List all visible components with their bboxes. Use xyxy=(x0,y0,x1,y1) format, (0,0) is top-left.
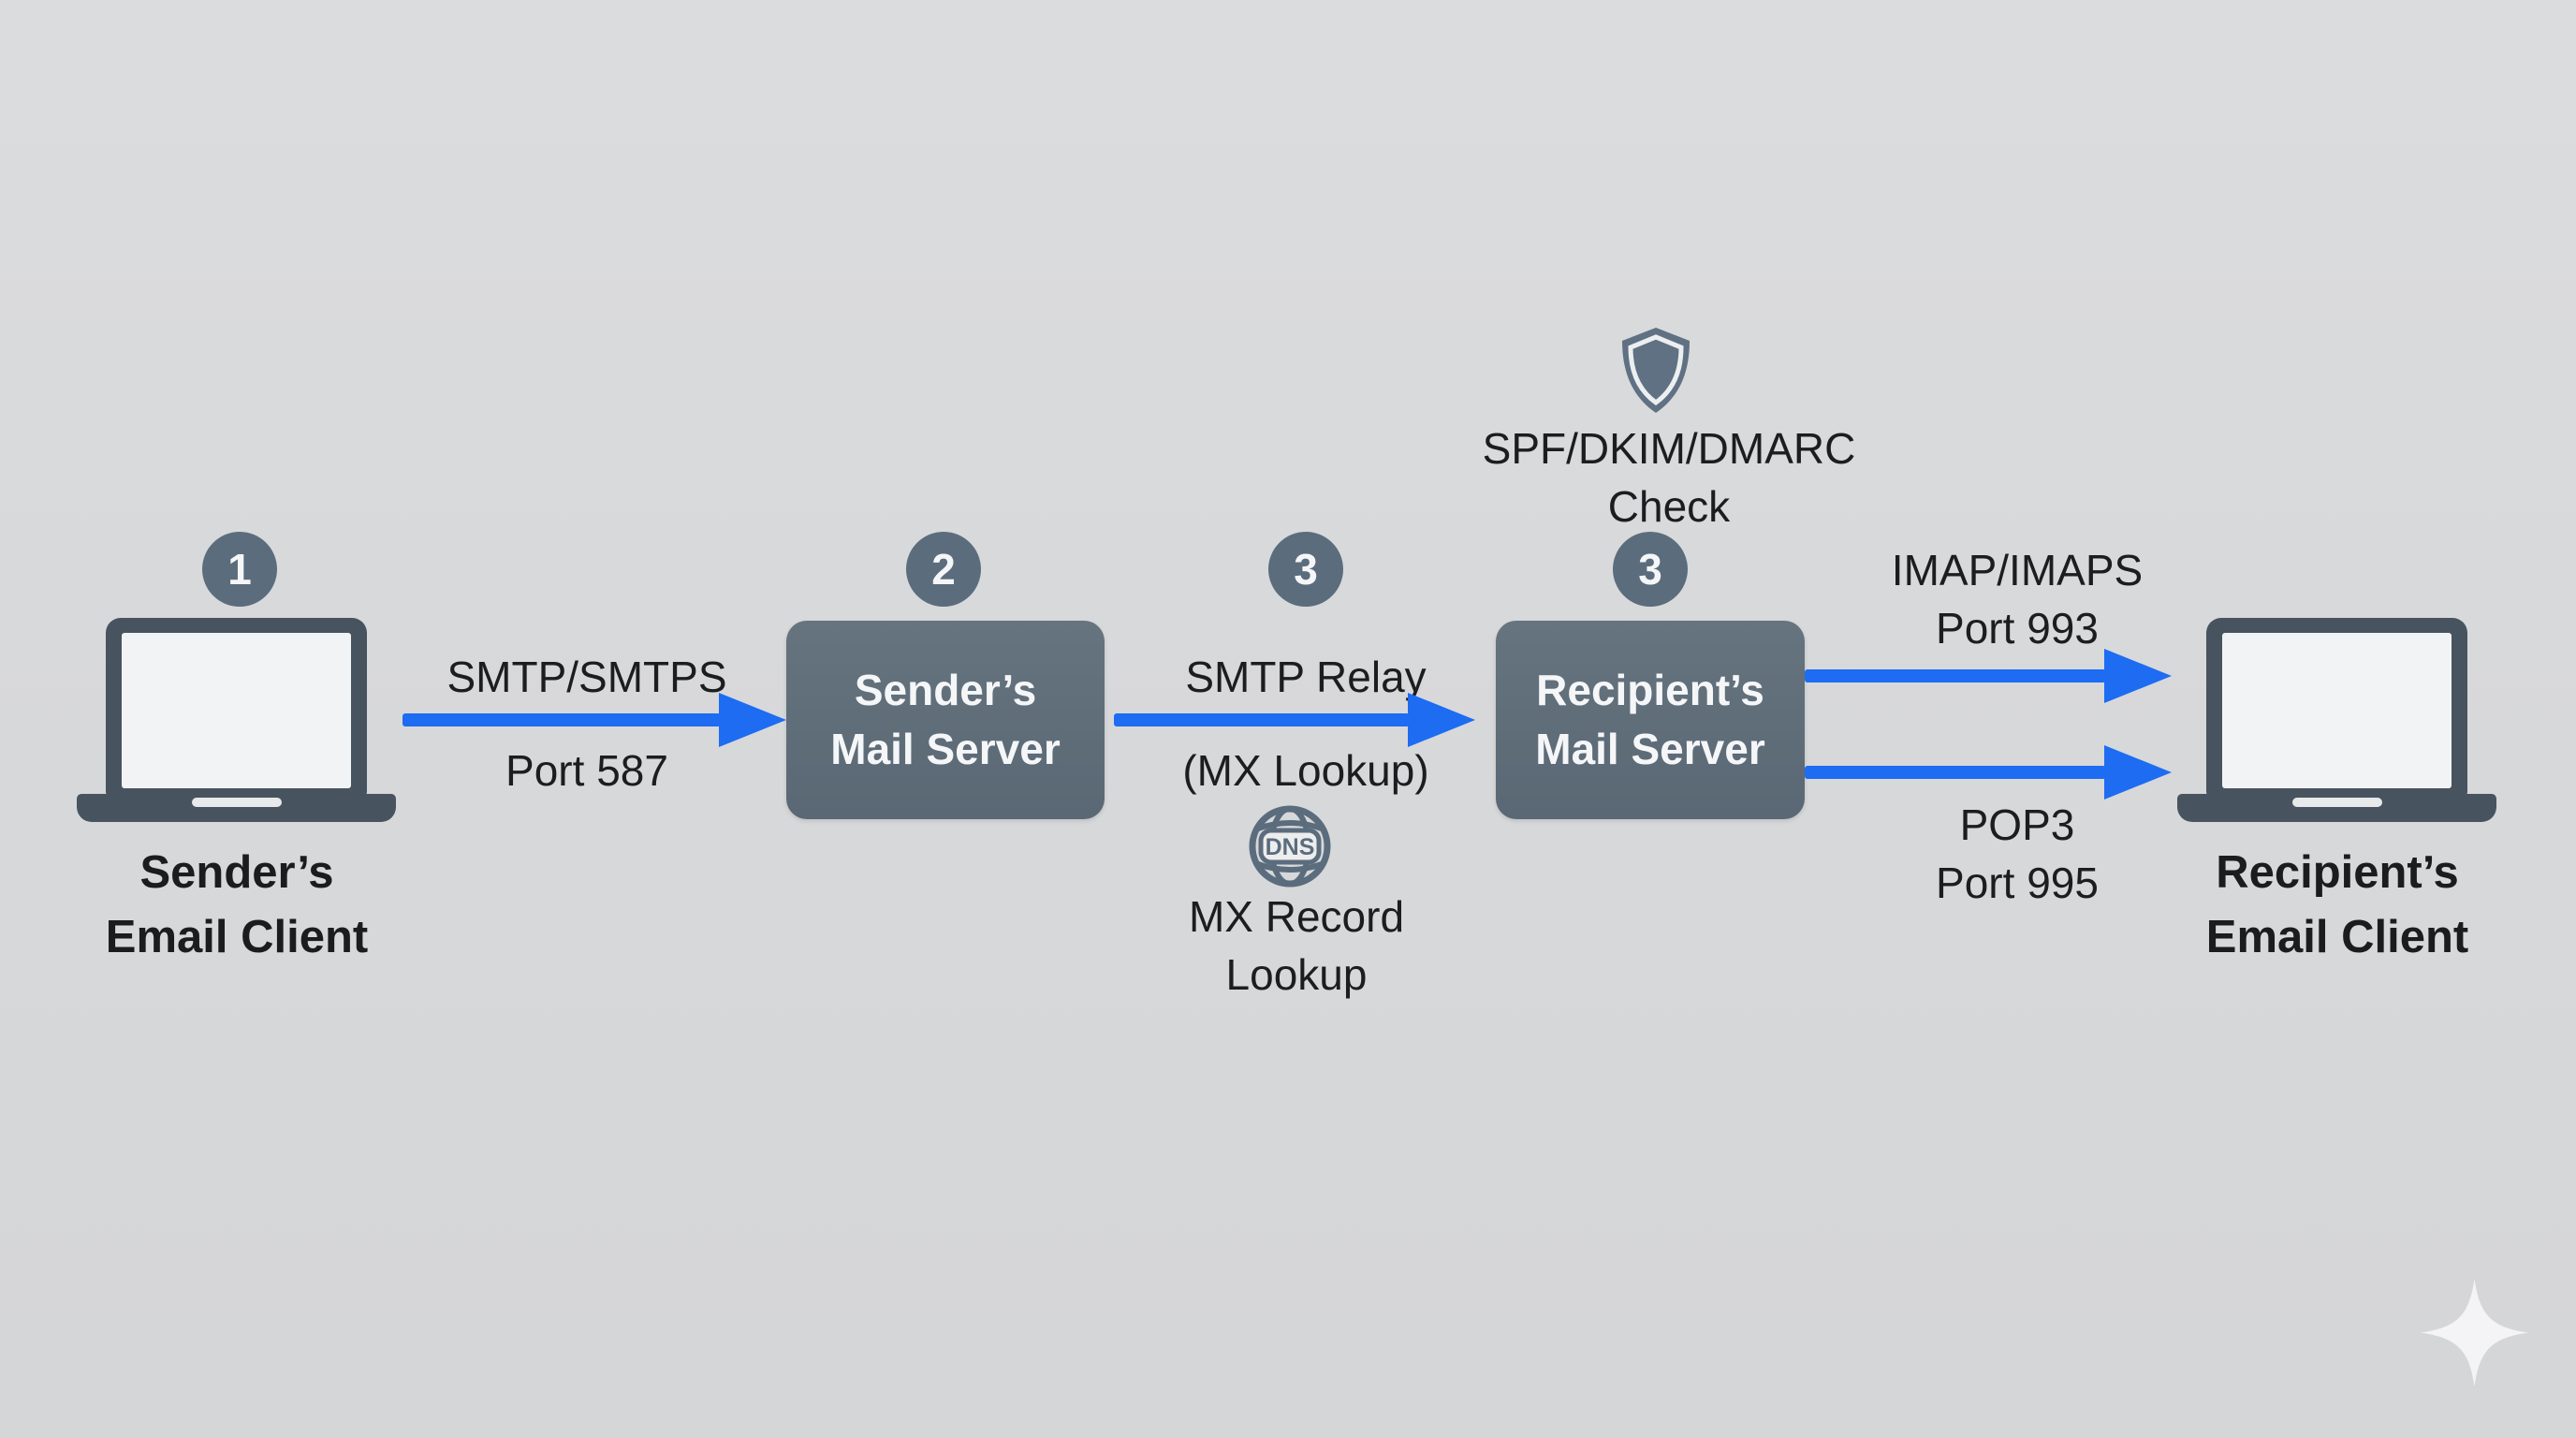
recipient-laptop-icon xyxy=(2177,618,2496,822)
dns-globe-icon: DNS xyxy=(1247,803,1333,894)
laptop-base xyxy=(2177,794,2496,822)
step-number: 1 xyxy=(227,545,252,594)
smtp-submission-arrowhead xyxy=(719,693,786,747)
smtp-relay-arrowhead xyxy=(1408,693,1475,747)
step-number: 2 xyxy=(931,545,956,594)
smtp-relay-label: SMTP Relay xyxy=(1185,653,1427,701)
mx-record-lookup-caption: MX Record Lookup xyxy=(1188,892,1405,999)
sender-laptop-icon xyxy=(77,618,396,822)
mx-lookup-label: (MX Lookup) xyxy=(1182,746,1429,795)
laptop-screen xyxy=(122,633,351,788)
pop3-arrow xyxy=(1805,766,2106,779)
step-badge-3-relay: 3 xyxy=(1268,532,1343,607)
sender-client-label: Sender’s Email Client xyxy=(105,847,369,962)
step-badge-1: 1 xyxy=(202,532,277,607)
laptop-notch xyxy=(2291,798,2382,807)
step-badge-2: 2 xyxy=(906,532,981,607)
recipient-client-label: Recipient’s Email Client xyxy=(2205,847,2469,962)
laptop-lid xyxy=(106,618,367,796)
imap-label: IMAP/IMAPS Port 993 xyxy=(1891,546,2144,653)
laptop-screen xyxy=(2222,633,2452,788)
step-number: 3 xyxy=(1294,545,1318,594)
recipient-mail-server-box: Recipient’s Mail Server xyxy=(1496,621,1805,819)
step-number: 3 xyxy=(1638,545,1662,594)
security-check-caption: SPF/DKIM/DMARC Check xyxy=(1482,424,1856,531)
smtp-submission-port-label: Port 587 xyxy=(505,746,668,795)
pop3-arrowhead xyxy=(2104,745,2172,800)
pop3-label: POP3 Port 995 xyxy=(1936,800,2099,907)
imap-arrowhead xyxy=(2104,649,2172,703)
laptop-notch xyxy=(191,798,282,807)
smtp-submission-protocol-label: SMTP/SMTPS xyxy=(446,653,727,701)
sender-mail-server-box: Sender’s Mail Server xyxy=(786,621,1105,819)
imap-arrow xyxy=(1805,669,2106,682)
step-badge-3-server: 3 xyxy=(1613,532,1688,607)
laptop-lid xyxy=(2206,618,2467,796)
smtp-submission-arrow xyxy=(402,713,721,726)
sparkle-icon xyxy=(2421,1279,2528,1391)
laptop-base xyxy=(77,794,396,822)
dns-icon-text: DNS xyxy=(1266,834,1315,860)
smtp-relay-arrow xyxy=(1114,713,1410,726)
shield-icon xyxy=(1617,326,1695,420)
